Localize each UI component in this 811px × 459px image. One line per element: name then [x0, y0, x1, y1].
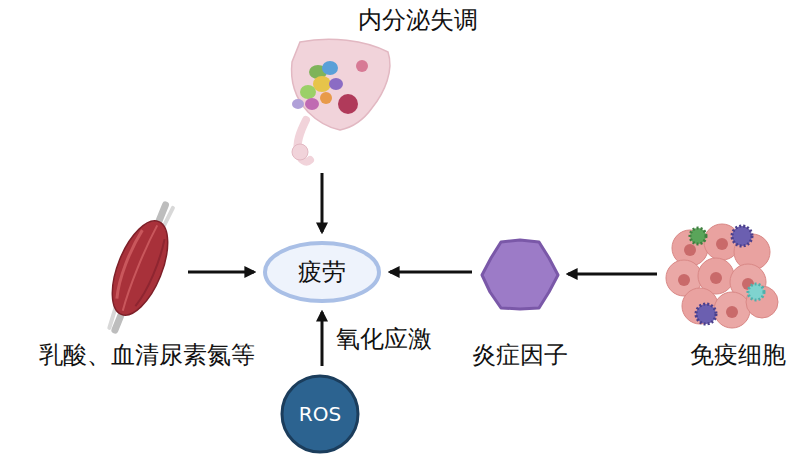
- node-caption: 炎症因子: [472, 341, 568, 370]
- cytokine-node: 炎症因子: [480, 235, 560, 313]
- muscle-illustration: [95, 197, 186, 339]
- pituitary-illustration: [292, 39, 390, 161]
- immune-node: 免疫细胞: [665, 220, 775, 330]
- node-label: ROS: [280, 374, 360, 454]
- node-label: 疲劳: [262, 240, 382, 304]
- arrow-connector: [390, 271, 472, 274]
- arrow-connector: [568, 273, 657, 276]
- node-caption: 乳酸、血清尿素氮等: [39, 341, 255, 370]
- endocrine-node: 内分泌失调: [285, 40, 385, 165]
- arrow-connector: [188, 271, 254, 274]
- node-caption: 内分泌失调: [358, 6, 478, 35]
- arrow-connector: [321, 173, 324, 232]
- cytokine-blob: [482, 240, 558, 309]
- arrow-connector: [321, 312, 324, 366]
- node-caption: 免疫细胞: [690, 341, 786, 370]
- fatigue-ellipse: 疲劳: [262, 240, 382, 304]
- muscle-node: 乳酸、血清尿素氮等: [100, 205, 180, 330]
- edge-label: 氧化应激: [334, 325, 434, 354]
- ros-circle: ROS: [280, 374, 360, 454]
- immune-cells-illustration: [666, 224, 778, 328]
